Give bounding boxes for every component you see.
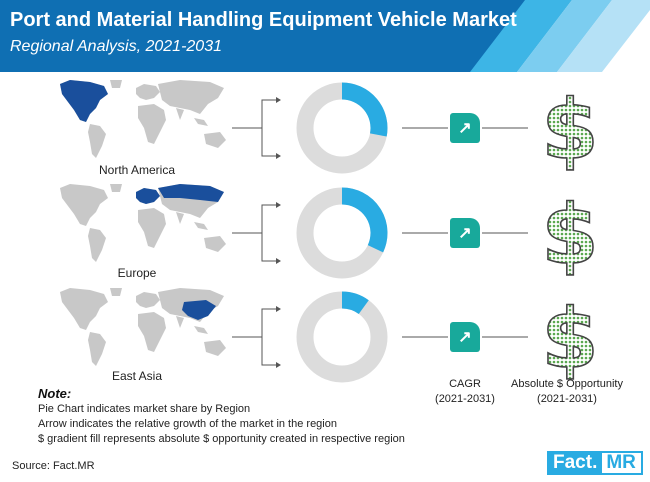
header-band: [0, 0, 650, 72]
opportunity-column-label: Absolute $ Opportunity (2021-2031): [502, 377, 632, 407]
cagr-arrow-europe: ↗: [450, 218, 480, 248]
north-america-highlight: [60, 80, 108, 122]
cagr-arrow-east-asia: ↗: [450, 322, 480, 352]
region-label-east-asia: East Asia: [111, 369, 163, 383]
region-label-europe: Europe: [117, 266, 157, 280]
dollar-icon: $: [541, 83, 598, 178]
world-map-east-asia: [60, 288, 226, 366]
logo-part-2: MR: [600, 451, 643, 475]
donut-slice-north-america: [341, 82, 388, 137]
arrow-up-right-icon: ↗: [458, 120, 472, 137]
dollar-icons: $$$: [541, 82, 600, 388]
logo-part-1: Fact.: [547, 451, 601, 475]
region-north-america: [60, 80, 528, 159]
cagr-period: (2021-2031): [435, 393, 495, 405]
donut-ring-east-asia: [296, 291, 388, 383]
cagr-label: CAGR: [449, 378, 481, 390]
region-east-asia: [60, 288, 528, 368]
dollar-icon: $: [541, 188, 598, 283]
region-europe: [60, 184, 528, 264]
opportunity-period: (2021-2031): [537, 393, 597, 405]
source-text: Source: Fact.MR: [12, 460, 95, 472]
note-line: $ gradient fill represents absolute $ op…: [38, 433, 405, 445]
world-map-europe: [60, 184, 226, 262]
donut-slice-east-asia: [341, 291, 369, 315]
arrow-up-right-icon: ↗: [458, 225, 472, 242]
world-map-north-america: [60, 80, 226, 158]
note-line: Pie Chart indicates market share by Regi…: [38, 403, 251, 415]
page-title: Port and Material Handling Equipment Veh…: [10, 9, 517, 31]
factmr-logo: Fact. MR: [547, 451, 643, 475]
cagr-column-label: CAGR (2021-2031): [425, 377, 505, 407]
europe-highlight: [136, 184, 224, 204]
arrow-up-right-icon: ↗: [458, 329, 472, 346]
cagr-arrow-north-america: ↗: [450, 113, 480, 143]
donut-charts: [296, 82, 388, 383]
note-title: Note:: [38, 386, 72, 401]
opportunity-label: Absolute $ Opportunity: [511, 378, 623, 390]
region-label-north-america: North America: [98, 163, 176, 177]
note-line: Arrow indicates the relative growth of t…: [38, 418, 337, 430]
page-subtitle: Regional Analysis, 2021-2031: [10, 38, 222, 55]
donut-slice-europe: [341, 187, 388, 253]
dollar-icon: $: [541, 292, 598, 387]
east-asia-highlight: [182, 300, 216, 320]
